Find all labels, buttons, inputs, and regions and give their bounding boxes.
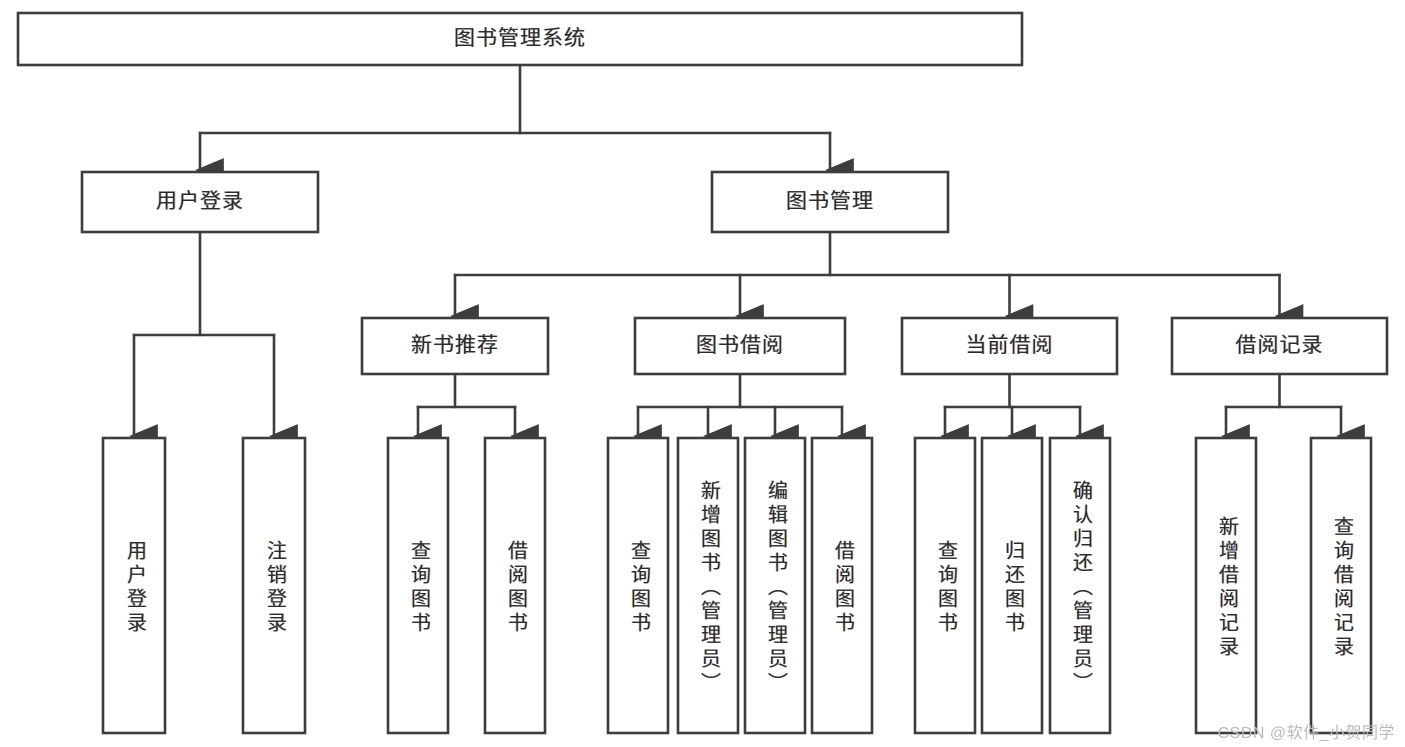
connectors-layer (129, 63, 1365, 448)
node-box-new-book-rec[interactable] (360, 316, 550, 376)
node-box-leaf-query-book-3[interactable] (913, 436, 977, 735)
node-box-book-borrow[interactable] (633, 316, 847, 376)
node-box-current-borrow[interactable] (900, 316, 1119, 376)
node-box-leaf-add-book[interactable] (676, 436, 740, 735)
node-box-leaf-query-record[interactable] (1309, 436, 1373, 735)
node-box-root[interactable] (16, 11, 1024, 67)
node-box-leaf-edit-book[interactable] (743, 436, 807, 735)
node-box-leaf-confirm-return[interactable] (1048, 436, 1112, 735)
node-box-borrow-record[interactable] (1170, 316, 1389, 376)
node-box-leaf-query-book-1[interactable] (386, 436, 450, 735)
node-box-leaf-borrow-book-2[interactable] (810, 436, 874, 735)
node-box-user-login[interactable] (80, 170, 320, 234)
watermark-text: CSDN @软件_小贺同学 (1217, 725, 1395, 742)
node-box-leaf-borrow-book-1[interactable] (483, 436, 547, 735)
node-box-leaf-user-login[interactable] (101, 436, 167, 735)
node-box-leaf-add-record[interactable] (1194, 436, 1258, 735)
nodes-layer (16, 11, 1389, 735)
node-box-leaf-logout[interactable] (241, 436, 307, 735)
node-box-leaf-query-book-2[interactable] (606, 436, 670, 735)
node-box-book-manage[interactable] (710, 170, 950, 234)
node-box-leaf-return-book[interactable] (980, 436, 1044, 735)
